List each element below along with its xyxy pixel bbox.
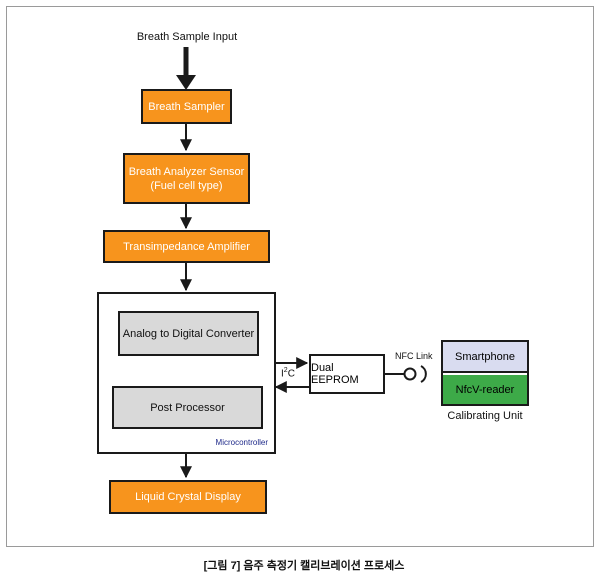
i2c-tail: C — [287, 368, 295, 380]
calibrating-unit-block: Smartphone NfcV-reader — [441, 340, 529, 406]
post-processor-block: Post Processor — [112, 386, 263, 429]
i2c-base: I — [281, 368, 284, 380]
lcd-label: Liquid Crystal Display — [135, 491, 241, 503]
figure-caption: [그림 7] 음주 측정기 캘리브레이션 프로세스 — [203, 560, 405, 572]
tia-block: Transimpedance Amplifier — [103, 230, 270, 263]
lcd-block: Liquid Crystal Display — [109, 480, 267, 514]
smartphone-block: Smartphone — [443, 342, 527, 373]
i2c-superscript: 2 — [283, 367, 288, 374]
breath-sensor-block: Breath Analyzer Sensor (Fuel cell type) — [123, 153, 250, 204]
tia-label: Transimpedance Amplifier — [123, 240, 250, 253]
microcontroller-label: Microcontroller — [215, 438, 268, 447]
nfc-link-label: NFC Link — [395, 351, 433, 361]
adc-label: Analog to Digital Converter — [122, 327, 255, 340]
eeprom-block: Dual EEPROM — [309, 354, 385, 394]
figure-frame — [6, 6, 594, 547]
post-processor-label: Post Processor — [150, 401, 225, 414]
eeprom-label: Dual EEPROM — [311, 362, 359, 386]
breath-sensor-type: (Fuel cell type) — [150, 179, 223, 192]
breath-sampler-block: Breath Sampler — [141, 89, 232, 124]
breath-sampler-label: Breath Sampler — [148, 100, 225, 113]
input-label: Breath Sample Input — [136, 31, 238, 43]
microcontroller-block: Analog to Digital Converter Post Process… — [97, 292, 276, 454]
nfcv-reader-label: NfcV-reader — [455, 383, 515, 396]
i2c-label: I2C — [281, 367, 295, 379]
adc-block: Analog to Digital Converter — [118, 311, 259, 356]
input-arrow — [176, 47, 196, 90]
nfc-antenna-icon — [385, 365, 427, 383]
nfcv-reader-block: NfcV-reader — [443, 375, 527, 404]
breath-sensor-label: Breath Analyzer Sensor — [128, 165, 245, 178]
calibrating-unit-label: Calibrating Unit — [447, 410, 523, 422]
smartphone-label: Smartphone — [455, 350, 515, 363]
